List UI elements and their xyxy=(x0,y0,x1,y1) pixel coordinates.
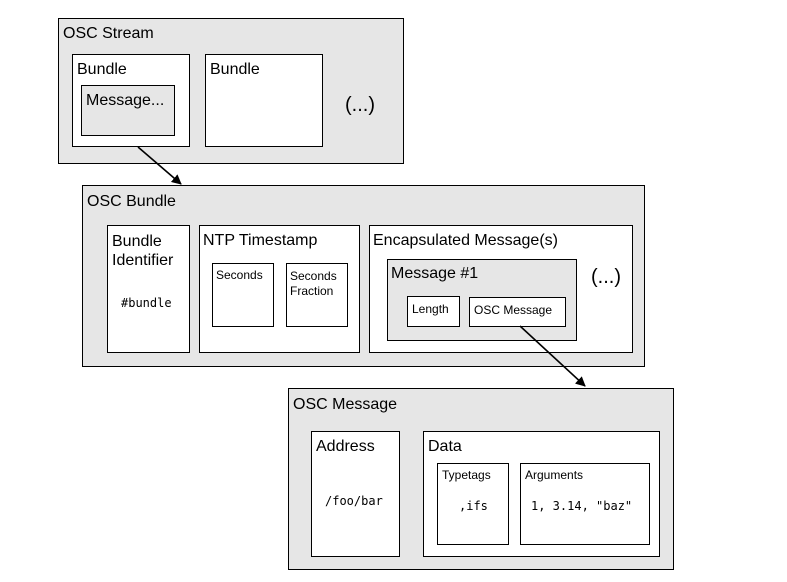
arrow-osc-message-to-message xyxy=(519,325,586,387)
ntp-timestamp-box: NTP Timestamp Seconds Seconds Fraction xyxy=(199,225,360,353)
osc-bundle-box: OSC Bundle Bundle Identifier #bundle NTP… xyxy=(82,185,645,367)
osc-stream-title: OSC Stream xyxy=(63,25,154,42)
message-1-box: Message #1 Length OSC Message xyxy=(387,259,577,341)
typetags-label: Typetags xyxy=(442,468,491,482)
typetags-box: Typetags ,ifs xyxy=(437,463,509,545)
seconds-label: Seconds xyxy=(216,268,263,282)
typetags-value: ,ifs xyxy=(459,499,488,513)
stream-message-box: Message... xyxy=(81,85,175,136)
bundle-identifier-value: #bundle xyxy=(121,296,172,310)
osc-message-ref-box: OSC Message xyxy=(469,297,566,327)
message-1-label: Message #1 xyxy=(391,265,479,282)
osc-message-box: OSC Message Address /foo/bar Data Typeta… xyxy=(288,388,674,570)
encapsulated-messages-box: Encapsulated Message(s) Message #1 Lengt… xyxy=(369,225,633,353)
osc-message-title: OSC Message xyxy=(293,396,398,413)
address-label: Address xyxy=(316,438,375,455)
stream-bundle-2: Bundle xyxy=(205,54,323,147)
encapsulated-messages-label: Encapsulated Message(s) xyxy=(373,232,558,249)
arrow-message-to-bundle xyxy=(137,146,182,185)
stream-more-ellipsis: (...) xyxy=(345,94,375,116)
stream-bundle-1-label: Bundle xyxy=(77,61,127,78)
seconds-box: Seconds xyxy=(212,263,274,327)
data-box: Data Typetags ,ifs Arguments 1, 3.14, "b… xyxy=(423,431,660,557)
stream-bundle-1: Bundle Message... xyxy=(72,54,190,147)
arguments-value: 1, 3.14, "baz" xyxy=(531,499,633,513)
arguments-box: Arguments 1, 3.14, "baz" xyxy=(520,463,650,545)
address-value: /foo/bar xyxy=(325,494,383,508)
stream-bundle-2-label: Bundle xyxy=(210,61,260,78)
bundle-identifier-label: Bundle Identifier xyxy=(112,233,174,269)
osc-stream-box: OSC Stream Bundle Message... Bundle (...… xyxy=(58,18,404,164)
stream-message-label: Message... xyxy=(86,92,165,109)
address-box: Address /foo/bar xyxy=(311,431,400,557)
encapsulated-more-ellipsis: (...) xyxy=(591,266,621,288)
bundle-identifier-box: Bundle Identifier #bundle xyxy=(107,225,190,353)
ntp-timestamp-label: NTP Timestamp xyxy=(203,232,318,249)
length-label: Length xyxy=(412,302,449,316)
length-box: Length xyxy=(407,296,460,327)
seconds-fraction-box: Seconds Fraction xyxy=(286,263,348,327)
data-label: Data xyxy=(428,438,462,455)
osc-bundle-title: OSC Bundle xyxy=(87,193,176,210)
seconds-fraction-label: Seconds Fraction xyxy=(290,269,337,298)
arguments-label: Arguments xyxy=(525,468,584,482)
osc-message-ref-label: OSC Message xyxy=(474,303,553,317)
